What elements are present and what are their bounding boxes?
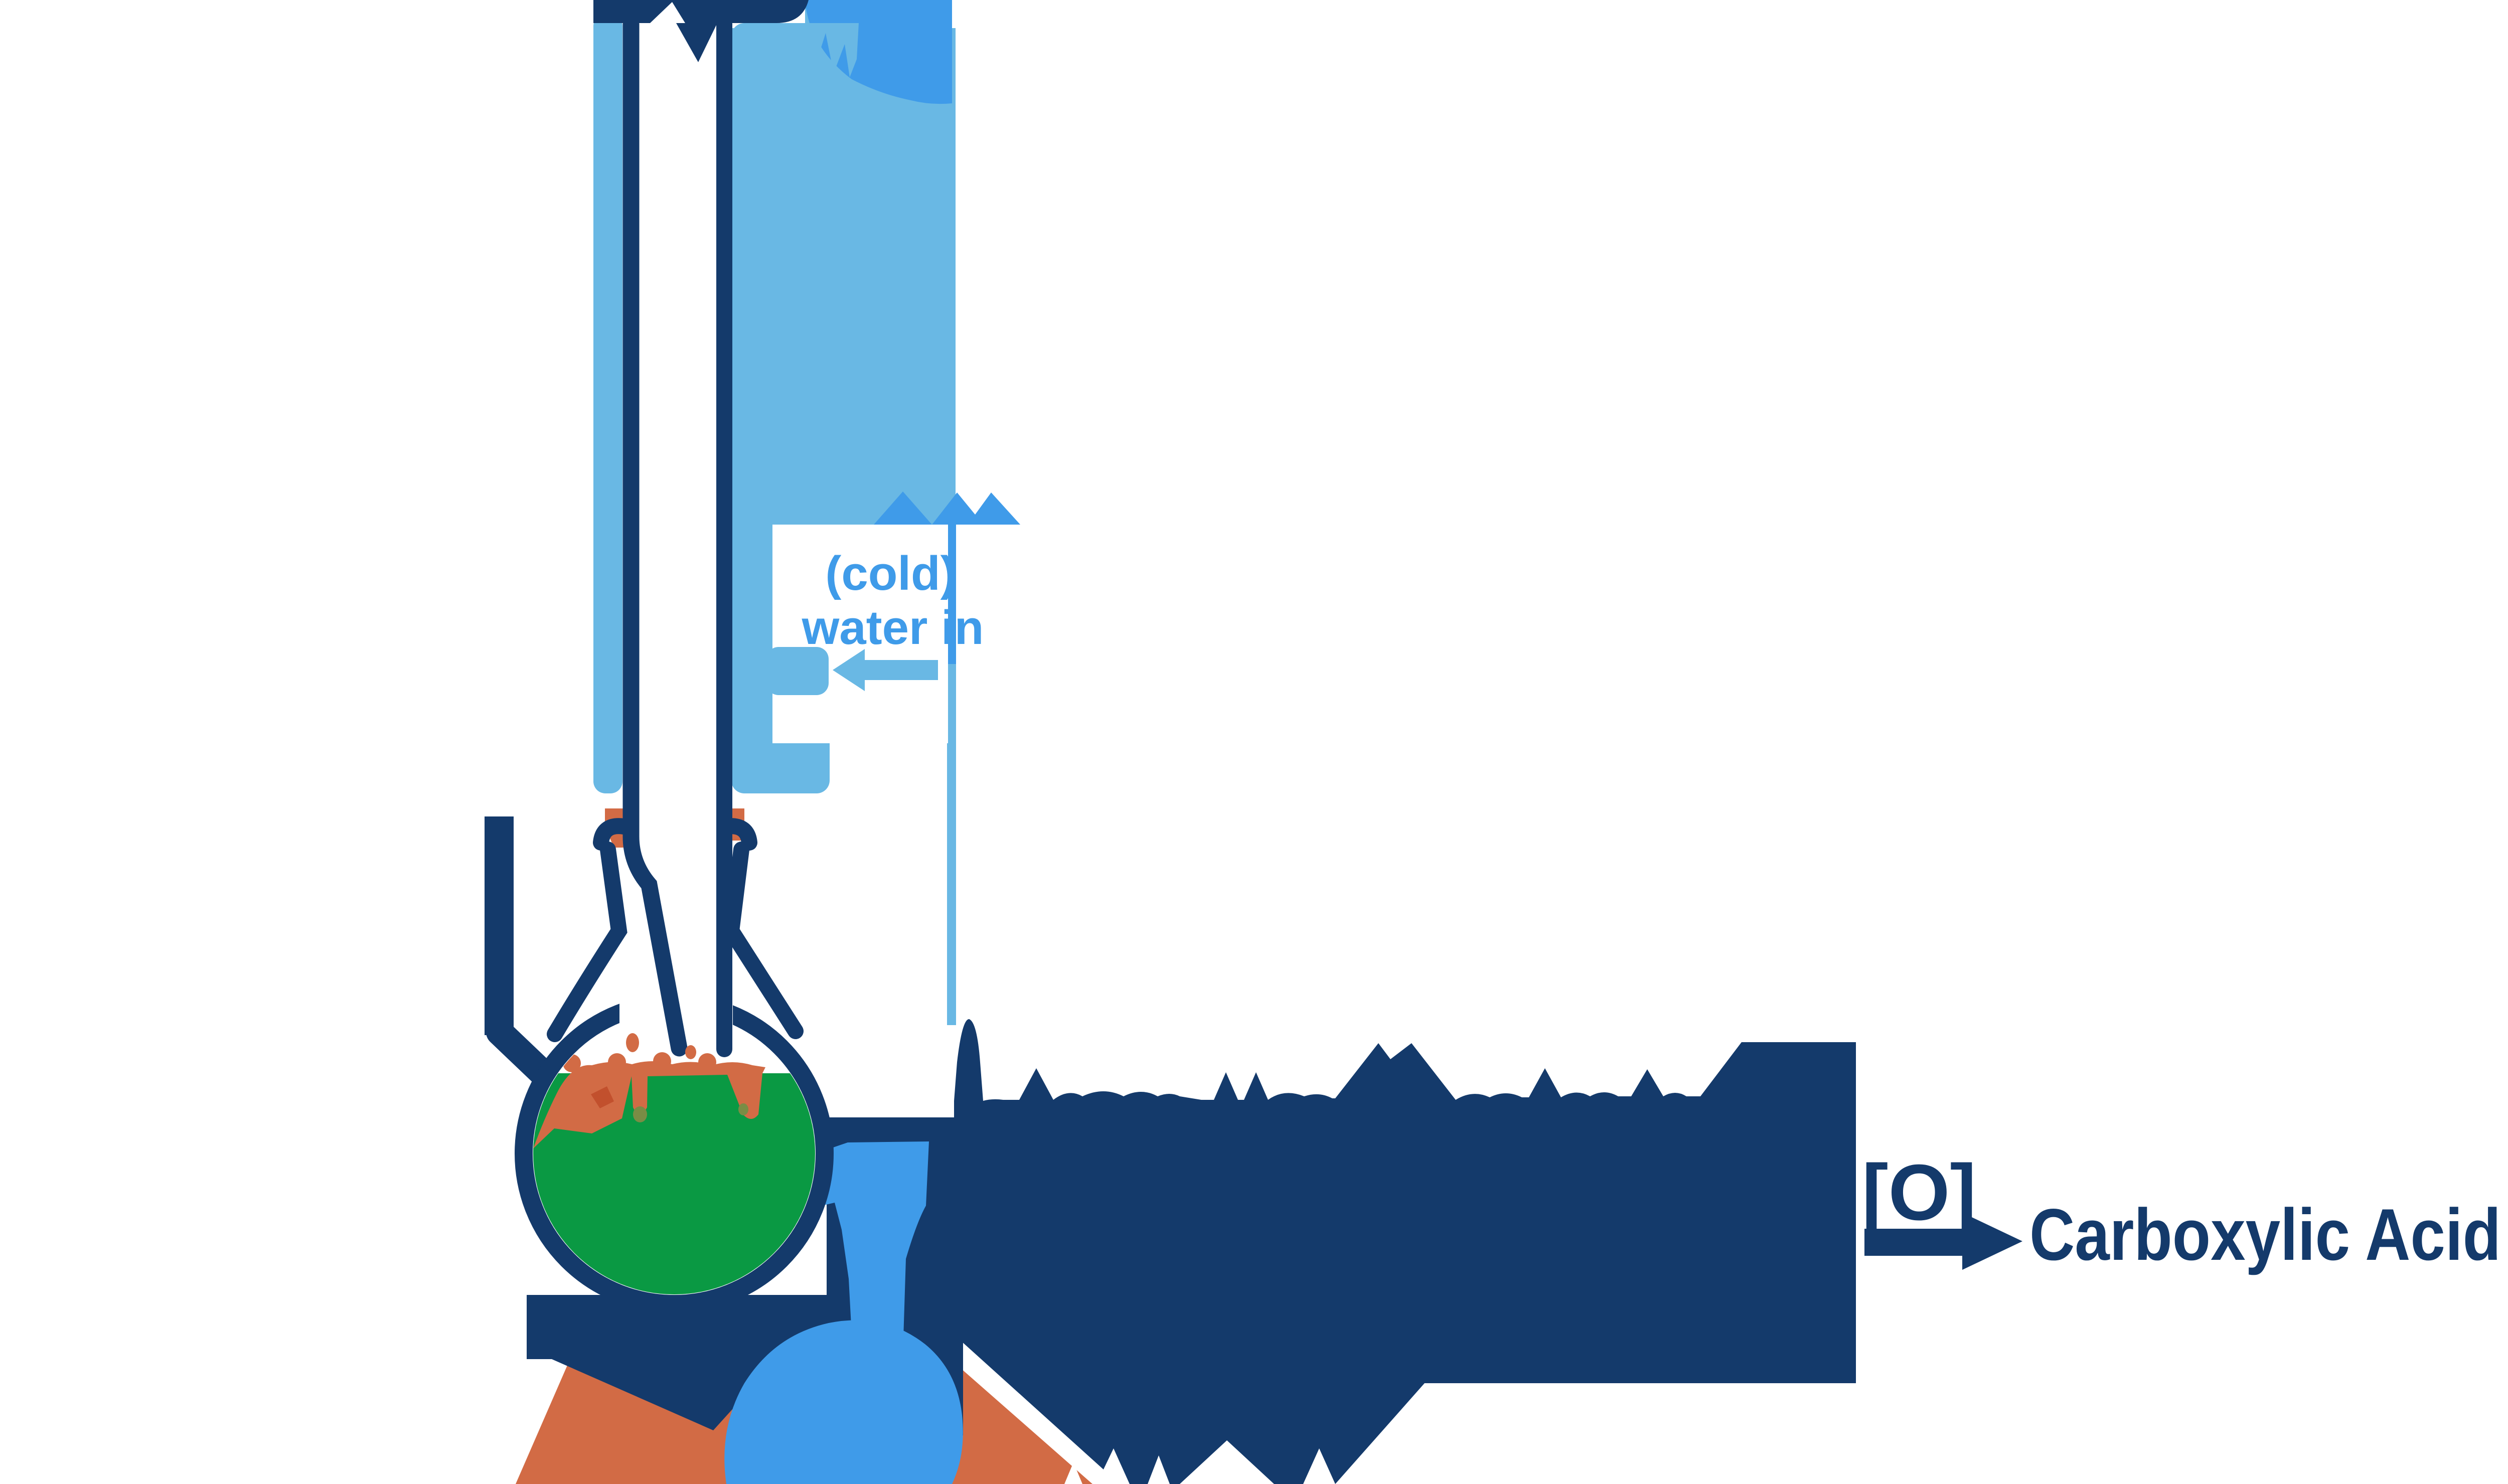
boiling-bump	[653, 1052, 671, 1070]
reaction-arrow-head	[1962, 1213, 2022, 1270]
drip-tip	[633, 1106, 647, 1122]
condenser-top-joint	[593, 0, 809, 23]
product-label: Carboxylic Acid	[2029, 1194, 2501, 1275]
water-in-label: water in	[802, 601, 984, 654]
flask-contents	[533, 1052, 815, 1294]
neck-rim-hook-left	[593, 818, 632, 851]
oxidising-agent-orange-layer	[533, 1061, 765, 1148]
condenser-water-edge-line-lower	[947, 664, 956, 1025]
letter-gap-notch	[1180, 1440, 1274, 1484]
inner-tube-left-wall	[622, 16, 688, 1057]
giant-label-letter-tips	[805, 23, 859, 77]
giant-label-letter-peaks	[874, 491, 1020, 525]
letter-gap-notch	[1064, 1462, 1082, 1484]
falling-drop	[685, 1045, 696, 1059]
condenser-water-edge-line	[947, 525, 956, 664]
boiling-bump	[608, 1053, 626, 1071]
neck-wall-right	[723, 842, 804, 1039]
letter-gap-notch	[1148, 1455, 1170, 1484]
drip-tip	[738, 1103, 748, 1115]
condenser-inner-tube	[622, 16, 732, 1057]
reaction-arrow-shaft	[1864, 1229, 1965, 1256]
cold-label: (cold)	[825, 547, 956, 600]
water-inlet-arm	[766, 647, 829, 695]
dark-red-patch	[591, 1086, 614, 1108]
letter-gap-notch	[1096, 1448, 1130, 1484]
condenser-jacket-left-strip	[593, 14, 622, 793]
condenser-top-wedge	[676, 23, 717, 62]
clamp-stand-bar	[485, 816, 514, 1035]
falling-drop	[626, 1033, 639, 1052]
neck-wall-left	[547, 842, 628, 1042]
vapour-blob	[724, 1320, 963, 1484]
oxidation-label: [O]	[1862, 1148, 1976, 1237]
water-in-label-box	[772, 525, 948, 743]
water-in-arrow-head	[833, 649, 865, 691]
condenser-tube-top-notch	[650, 2, 685, 23]
water-in-arrow-shaft	[865, 660, 938, 680]
giant-caption-text-clipped	[899, 1019, 1856, 1484]
letter-gap-notch	[1303, 1448, 1335, 1484]
boiling-bump	[698, 1053, 716, 1071]
